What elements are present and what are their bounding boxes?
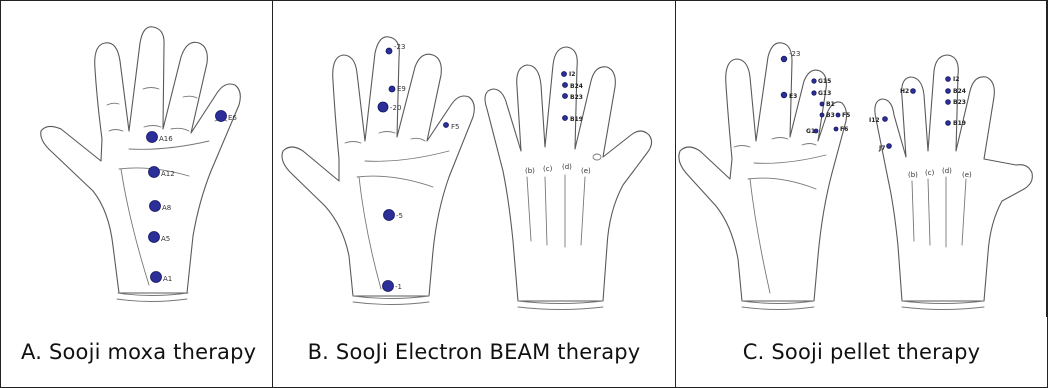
acupoint-label: A12 (161, 170, 175, 178)
acupoint-label: E6 (228, 114, 237, 122)
acupoint-markers: -23 E3 G15 G13 B1 B3 G1 F5 F6 H2 (781, 50, 966, 152)
acupoint-23[interactable] (781, 56, 787, 62)
acupoint-label: A5 (161, 235, 170, 243)
acupoint-label: J7 (878, 145, 885, 152)
palm-outline (282, 37, 474, 305)
acupoint-label: E3 (789, 93, 797, 100)
acupoint-label: G15 (818, 78, 831, 85)
acupoint-1[interactable] (383, 281, 394, 292)
acupoint-i2[interactable] (562, 72, 567, 77)
acupoint-h2[interactable] (911, 89, 916, 94)
acupoint-label: A16 (159, 135, 173, 143)
acupoint-label: I2 (569, 71, 575, 78)
acupoint-i2[interactable] (946, 77, 951, 82)
svg-text:(d): (d) (942, 167, 952, 175)
acupoint-label: A1 (163, 275, 172, 283)
svg-text:(c): (c) (543, 165, 553, 173)
palm-and-back-diagram-b: (b) (c) (d) (e) -23 E9 -20 F5 -5 -1 I2 (273, 1, 676, 317)
acupoint-label: B19 (953, 120, 966, 127)
acupoint-label: I12 (869, 117, 880, 124)
acupoint-20[interactable] (378, 102, 388, 112)
acupoint-label: -1 (395, 283, 402, 291)
acupoint-a1[interactable] (151, 272, 162, 283)
caption-a: A. Sooji moxa therapy (1, 317, 273, 387)
acupoint-i12[interactable] (883, 117, 888, 122)
acupoint-label: G13 (818, 90, 831, 97)
acupoint-label: -23 (789, 50, 800, 58)
acupoint-label: B24 (953, 88, 966, 95)
svg-text:(d): (d) (562, 163, 572, 171)
acupoint-label: B24 (570, 83, 583, 90)
acupoint-label: A8 (162, 204, 171, 212)
acupoint-label: I2 (953, 76, 959, 83)
acupoint-5[interactable] (384, 210, 395, 221)
panel-b-image: (b) (c) (d) (e) -23 E9 -20 F5 -5 -1 I2 (273, 1, 676, 317)
acupoint-23[interactable] (386, 48, 392, 54)
acupoint-b19[interactable] (946, 121, 951, 126)
acupoint-e9[interactable] (389, 86, 395, 92)
acupoint-a16[interactable] (147, 132, 158, 143)
acupoint-b23[interactable] (946, 100, 951, 105)
svg-text:(b): (b) (525, 167, 535, 175)
acupoint-label: F5 (451, 123, 459, 131)
palm-outline (41, 27, 241, 302)
acupoint-label: B19 (570, 116, 583, 123)
palm-and-back-diagram-c: (b) (c) (d) (e) -23 E3 G15 G13 B1 B3 G1 (676, 1, 1047, 317)
acupoint-f5[interactable] (444, 123, 449, 128)
acupoint-b1[interactable] (820, 102, 824, 106)
acupoint-markers: E6 A16 A12 A8 A5 A1 (147, 111, 238, 284)
acupoint-b19[interactable] (563, 116, 568, 121)
acupoint-label: F5 (842, 112, 850, 119)
palm-diagram-a: E6 A16 A12 A8 A5 A1 (1, 1, 273, 317)
acupoint-e6[interactable] (216, 111, 227, 122)
acupoint-label: B1 (826, 101, 835, 108)
acupoint-b3[interactable] (820, 113, 824, 117)
acupoint-label: E9 (397, 85, 406, 93)
svg-text:(e): (e) (962, 171, 972, 179)
acupoint-g15[interactable] (812, 79, 816, 83)
acupoint-b23[interactable] (563, 94, 568, 99)
panel-c-image: (b) (c) (d) (e) -23 E3 G15 G13 B1 B3 G1 (676, 1, 1047, 317)
acupoint-j7[interactable] (887, 144, 892, 149)
acupoint-label: -23 (394, 43, 405, 51)
acupoint-label: G1 (806, 128, 815, 135)
caption-b: B. SooJi Electron BEAM therapy (273, 317, 676, 387)
acupoint-a8[interactable] (150, 201, 161, 212)
acupoint-g13[interactable] (812, 91, 816, 95)
acupoint-label: -20 (390, 104, 401, 112)
acupoint-a12[interactable] (149, 167, 160, 178)
back-of-hand-outline: (b) (c) (d) (e) (485, 47, 652, 310)
acupoint-e3[interactable] (781, 92, 787, 98)
panel-a-image: E6 A16 A12 A8 A5 A1 (1, 1, 273, 317)
svg-text:(c): (c) (925, 169, 935, 177)
svg-text:(e): (e) (581, 167, 591, 175)
acupoint-b24[interactable] (946, 89, 951, 94)
acupoint-a5[interactable] (149, 232, 160, 243)
acupoint-b24[interactable] (563, 83, 568, 88)
acupoint-label: H2 (900, 88, 909, 95)
svg-text:(b): (b) (908, 171, 918, 179)
acupoint-label: F6 (840, 126, 848, 133)
acupoint-label: B23 (570, 94, 583, 101)
acupoint-f5[interactable] (836, 113, 840, 117)
acupoint-f6[interactable] (834, 127, 838, 131)
acupoint-label: B3 (826, 112, 835, 119)
acupoint-label: B23 (953, 99, 966, 106)
caption-c: C. Sooji pellet therapy (676, 317, 1047, 387)
acupoint-label: -5 (396, 212, 403, 220)
